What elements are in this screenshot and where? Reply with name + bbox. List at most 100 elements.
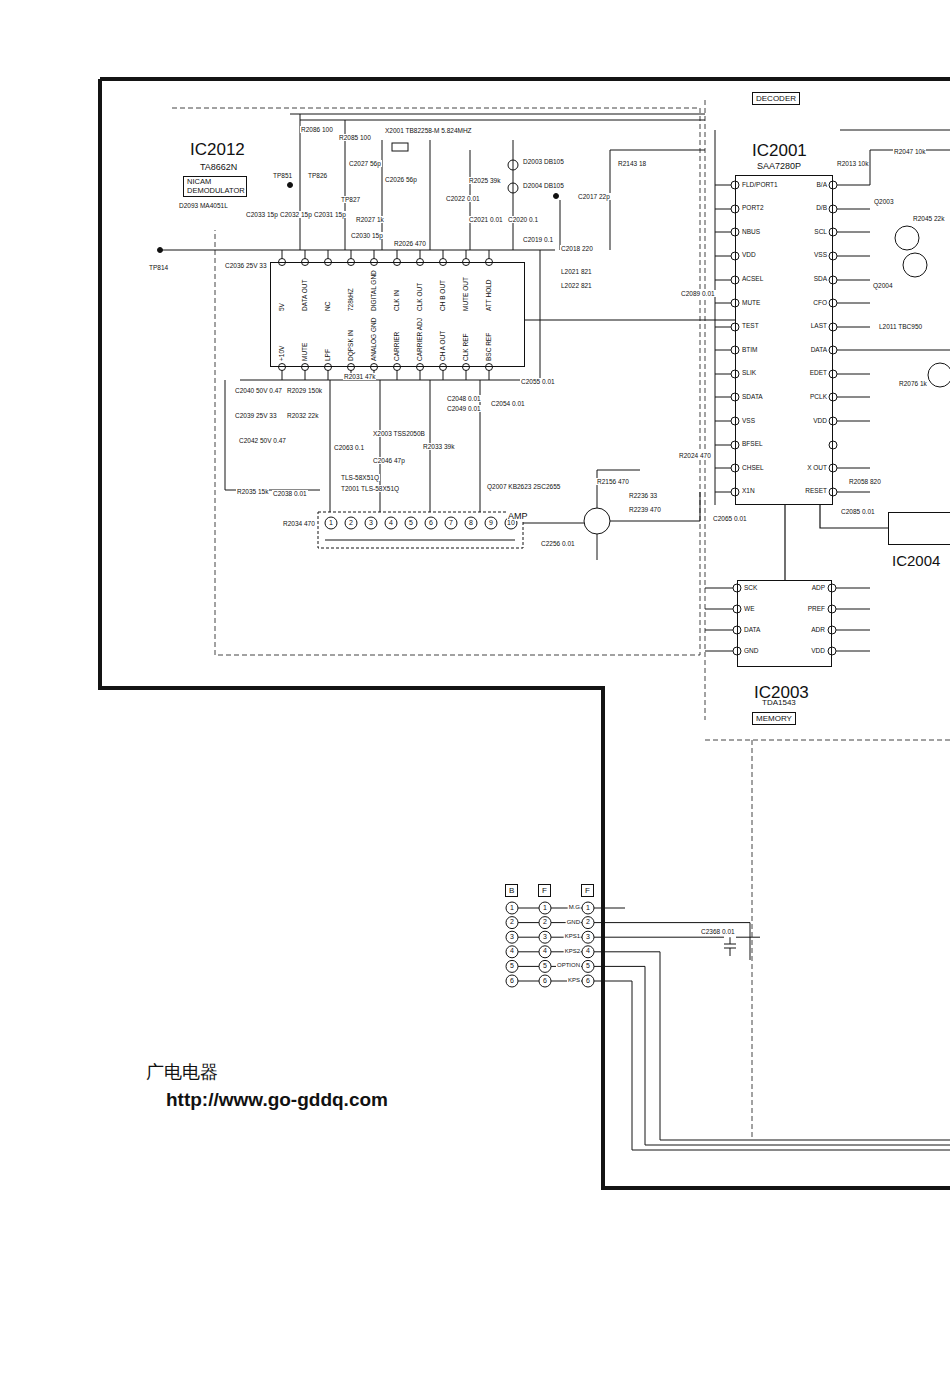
pin-name: ADR xyxy=(810,626,826,633)
component-ref: C2033 15p xyxy=(245,211,279,218)
transistor-symbol xyxy=(584,508,610,534)
pin-name: SDATA xyxy=(741,393,764,400)
component-ref: C2042 50V 0.47 xyxy=(238,437,287,444)
section-tag: DECODER xyxy=(752,92,800,105)
diode-symbol xyxy=(508,183,518,193)
component-ref: C2368 0.01 xyxy=(700,928,736,935)
pin-number: 1 xyxy=(585,904,591,912)
component-ref: C2027 56p xyxy=(348,160,382,167)
wire xyxy=(594,908,950,1150)
component-ref: R2031 47k xyxy=(343,373,376,380)
capacitor-symbol xyxy=(724,937,736,956)
pin-name: VDD xyxy=(810,647,826,654)
pin-name: RESET xyxy=(804,487,828,494)
component-ref: D2093 MA4051L xyxy=(178,202,229,209)
component-ref: C2055 0.01 xyxy=(520,378,556,385)
component-ref: TP826 xyxy=(307,172,328,179)
pin-number: 3 xyxy=(509,933,515,941)
signal-name: KPS xyxy=(567,977,581,984)
component-ref: R2032 22k xyxy=(286,412,319,419)
ic-label: IC2012 xyxy=(189,141,246,160)
component-ref: R2047 10k xyxy=(893,148,926,155)
diode-symbol xyxy=(508,160,518,170)
pin-name: D/B xyxy=(815,204,828,211)
pin-number: 3 xyxy=(542,933,548,941)
section-tag: NICAM DEMODULATOR xyxy=(183,176,247,197)
pin-name: CFO xyxy=(812,299,828,306)
pin-name: SCK xyxy=(743,584,758,591)
component-ref: C2017 22p xyxy=(577,193,611,200)
pin-name: EDET xyxy=(809,369,828,376)
pin-number: 1 xyxy=(509,904,515,912)
ic-label: TA8662N xyxy=(199,163,238,173)
connector-header: F xyxy=(538,884,551,897)
tag-text: NICAM DEMODULATOR xyxy=(187,178,243,195)
pin-name: DQPSK IN xyxy=(347,329,354,362)
component-ref: R2034 470 xyxy=(282,520,316,527)
pin-name: PREF xyxy=(807,605,826,612)
pin-name: WE xyxy=(743,605,755,612)
component-ref: C2256 0.01 xyxy=(540,540,576,547)
pin-number: 3 xyxy=(585,933,591,941)
section-tag: MEMORY xyxy=(752,712,796,725)
pin-name: 5V xyxy=(278,302,285,312)
component-ref: C2046 47p xyxy=(372,457,406,464)
component-ref: D2004 DB105 xyxy=(522,182,565,189)
component-ref: C2022 0.01 xyxy=(445,195,481,202)
signal-name: M.G xyxy=(568,904,581,911)
pin-name: NBUS xyxy=(741,228,761,235)
component-ref: T2001 TLS-58X51Q xyxy=(340,485,400,492)
component-ref: C2030 15p xyxy=(350,232,384,239)
pin-circles xyxy=(731,181,837,655)
wire xyxy=(160,250,555,262)
pin-name: CARRIER ADJ xyxy=(416,317,423,362)
component-ref: TP814 xyxy=(148,264,169,271)
pin-name: VSS xyxy=(741,417,756,424)
component-ref: C2031 15p xyxy=(313,211,347,218)
pin-number: 5 xyxy=(408,519,414,527)
component-ref: C2026 56p xyxy=(384,176,418,183)
pin-name: MUTE xyxy=(741,299,761,306)
component-ref: C2038 0.01 xyxy=(272,490,308,497)
test-point xyxy=(554,194,559,199)
watermark: http://www.go-gddq.com xyxy=(165,1089,389,1111)
connector-header: F xyxy=(581,884,594,897)
component-ref: R2035 15k xyxy=(236,488,269,495)
watermark: 广电电器 xyxy=(145,1062,219,1083)
pin-number: 1 xyxy=(542,904,548,912)
pin-name: X1N xyxy=(741,487,756,494)
test-point xyxy=(158,248,163,253)
pin-number: 2 xyxy=(542,918,548,926)
tag-text: F xyxy=(585,886,590,895)
coil-block xyxy=(318,512,523,548)
transistor-symbol xyxy=(928,363,950,387)
pin-circles xyxy=(279,259,493,371)
signal-name: KPS1 xyxy=(564,933,581,940)
block-boundary xyxy=(172,100,950,1140)
component-ref: L2011 TBC950 xyxy=(878,323,923,330)
component-ref: R2085 100 xyxy=(338,134,372,141)
component-ref: X2001 TB82258-M 5.824MHZ xyxy=(384,127,473,134)
pin-number: 2 xyxy=(585,918,591,926)
component-ref: C2054 0.01 xyxy=(490,400,526,407)
ic-label: IC2001 xyxy=(751,142,808,161)
pin-number: 6 xyxy=(542,977,548,985)
pin-number: 3 xyxy=(368,519,374,527)
component-ref: C2065 0.01 xyxy=(712,515,748,522)
component-ref: R2029 150k xyxy=(286,387,323,394)
ic-label: TDA1543 xyxy=(761,699,797,708)
pin-name: +10V xyxy=(278,345,285,362)
pin-number: 5 xyxy=(585,962,591,970)
transistor-symbol xyxy=(903,253,927,277)
component-ref: R2236 33 xyxy=(628,492,658,499)
pin-name: NC xyxy=(324,301,331,312)
component-ref: C2063 0.1 xyxy=(333,444,365,451)
component-ref: L2021 821 xyxy=(560,268,593,275)
frame-outline xyxy=(100,79,950,1188)
pin-name: TEST xyxy=(741,322,760,329)
component-ref: X2003 TSS2050B xyxy=(372,430,426,437)
pin-number: 1 xyxy=(328,519,334,527)
component-ref: TLS-58X51Q xyxy=(340,474,380,481)
pin-name: ACSEL xyxy=(741,275,764,282)
pin-name: CHSEL xyxy=(741,464,765,471)
